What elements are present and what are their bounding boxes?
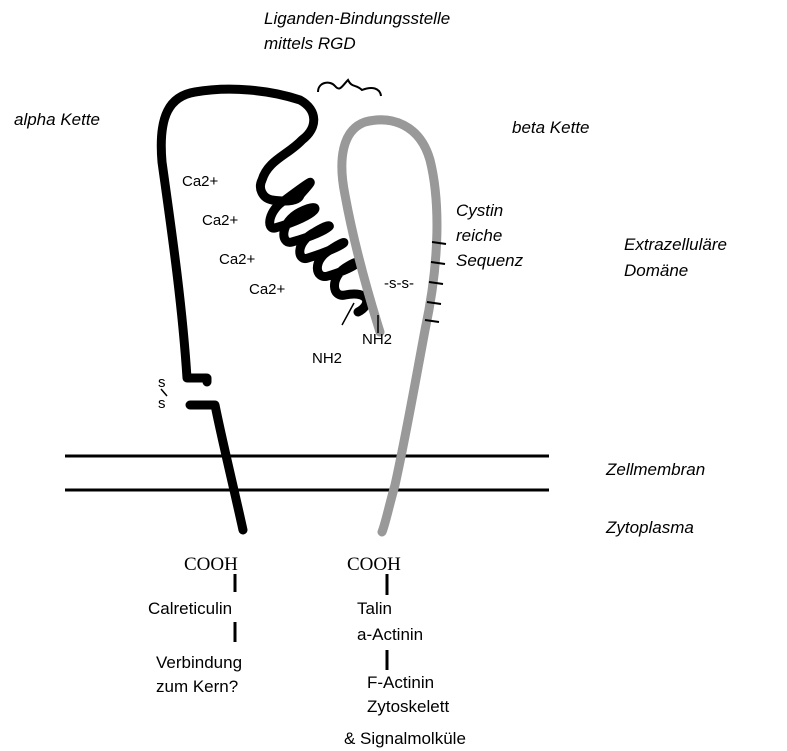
calreticulin-label: Calreticulin: [148, 599, 232, 618]
verbindung-label-2: zum Kern?: [156, 677, 238, 696]
nh2-beta-label: NH2: [362, 331, 392, 348]
calcium-label-1: Ca2+: [182, 173, 219, 190]
cell-membrane-label: Zellmembran: [605, 460, 705, 479]
binding-site-label-1: Liganden-Bindungsstelle: [264, 9, 450, 28]
alpha-disulfide-s1: s: [158, 374, 166, 391]
alpha-chain-body: [161, 89, 314, 382]
binding-site-bracket: [318, 80, 381, 96]
alpha-chain-label: alpha Kette: [14, 110, 100, 129]
alpha-disulfide-s2: s: [158, 395, 166, 412]
calcium-label-2: Ca2+: [202, 212, 239, 229]
zytoskelett-label: Zytoskelett: [367, 697, 449, 716]
cooh-alpha-label: COOH: [184, 554, 238, 575]
alpha-chain: [161, 89, 366, 530]
beta-disulfide-label: -s-s-: [384, 275, 414, 292]
nh2-alpha-label: NH2: [312, 350, 342, 367]
alpha-chain-lower: [190, 405, 243, 530]
calcium-label-4: Ca2+: [249, 281, 286, 298]
beta-chain: [342, 120, 437, 532]
extracellular-label-1: Extrazelluläre: [624, 235, 727, 254]
cytoplasm-label: Zytoplasma: [605, 518, 694, 537]
beta-chain-label: beta Kette: [512, 118, 590, 137]
f-actinin-label: F-Actinin: [367, 673, 434, 692]
nh2-alpha-line: [342, 303, 354, 325]
signalmolekuele-label: & Signalmolküle: [344, 729, 466, 748]
cystin-label-2: reiche: [456, 226, 502, 245]
verbindung-label-1: Verbindung: [156, 653, 242, 672]
cystin-label-3: Sequenz: [456, 251, 524, 270]
cystin-label-1: Cystin: [456, 201, 503, 220]
cooh-beta-label: COOH: [347, 554, 401, 575]
a-actinin-label: a-Actinin: [357, 625, 423, 644]
calcium-label-3: Ca2+: [219, 251, 256, 268]
extracellular-label-2: Domäne: [624, 261, 688, 280]
binding-site-label-2: mittels RGD: [264, 34, 356, 53]
talin-label: Talin: [357, 599, 392, 618]
